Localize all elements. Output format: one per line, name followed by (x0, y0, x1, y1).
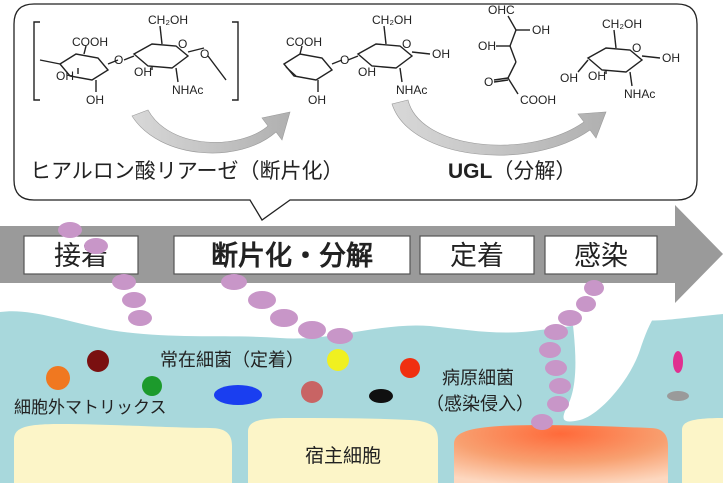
enzyme1-label: ヒアルロン酸リアーゼ（断片化） (30, 159, 344, 183)
m2-cooh: COOH (286, 35, 322, 49)
m2-oh-c: OH (432, 47, 450, 61)
host-cell-infected (454, 425, 668, 483)
step-colonize-label: 定着 (450, 241, 504, 272)
m2-o-ring: O (402, 37, 411, 51)
speech-bubble (13, 3, 698, 221)
m3-cooh: COOH (520, 93, 556, 107)
fragmenting-bacteria-chain (221, 274, 353, 344)
pathogen-label-line2: （感染侵入） (426, 394, 534, 415)
step-infect-box (544, 235, 658, 275)
m4-o-ring: O (632, 41, 641, 55)
step-fragment-box (173, 235, 411, 275)
host-cell-left (14, 424, 232, 483)
m2-oh-b: OH (358, 65, 376, 79)
m3-ohc: OHC (488, 3, 515, 17)
m1-cooh: COOH (72, 35, 108, 49)
host-cell-center (248, 418, 438, 483)
host-cell-right (682, 418, 723, 483)
ecm-label: 細胞外マトリックス (14, 398, 167, 418)
m2-ch2oh: CH₂OH (372, 13, 412, 27)
enzyme2-name: UGL (448, 160, 493, 183)
m4-oh-a: OH (662, 51, 680, 65)
step-infect-label: 感染 (574, 241, 628, 272)
m1-oh-c: OH (134, 65, 152, 79)
attaching-bacteria-chain (58, 222, 152, 326)
m4-oh-c: OH (588, 69, 606, 83)
m1-ch2oh: CH₂OH (148, 13, 188, 27)
m1-o-link: O (114, 53, 123, 67)
step-colonize-box (419, 235, 535, 275)
m2-nhac: NHAc (396, 83, 427, 97)
reaction-arrow-2 (391, 99, 607, 156)
m2-o-link: O (340, 53, 349, 67)
m4-nhac: NHAc (624, 87, 655, 101)
m3-o: O (484, 75, 493, 89)
m1-nhac: NHAc (172, 83, 203, 97)
step-fragment-label: 断片化・分解 (211, 241, 373, 272)
m1-oh-a: OH (56, 69, 74, 83)
invasion-pocket (563, 300, 680, 422)
m3-oh-a: OH (532, 23, 550, 37)
host-cell-label: 宿主細胞 (305, 445, 381, 467)
glcnac-structure (577, 29, 661, 87)
unsaturated-disaccharide-structure (282, 25, 431, 92)
enzyme2-suffix: （分解） (492, 159, 576, 183)
m4-oh-b: OH (560, 71, 578, 85)
enzyme2-label: UGL（分解） (448, 159, 576, 183)
hyaluronan-polymer-structure (33, 21, 239, 101)
step-attach-box (23, 235, 139, 275)
m4-ch2oh: CH₂OH (602, 17, 642, 31)
invading-pathogen-chain (531, 280, 604, 430)
commensal-bacteria (46, 349, 689, 405)
m2-oh-a: OH (308, 93, 326, 107)
m1-o-ring: O (178, 37, 187, 51)
keto-acid-structure (493, 15, 530, 95)
m1-oh-b: OH (86, 93, 104, 107)
pathogen-label-line1: 病原細菌 (442, 368, 514, 389)
commensal-label: 常在細菌（定着） (160, 350, 304, 371)
m1-o-right: O (200, 47, 209, 61)
m3-oh-b: OH (478, 39, 496, 53)
reaction-arrow-1 (131, 109, 291, 154)
